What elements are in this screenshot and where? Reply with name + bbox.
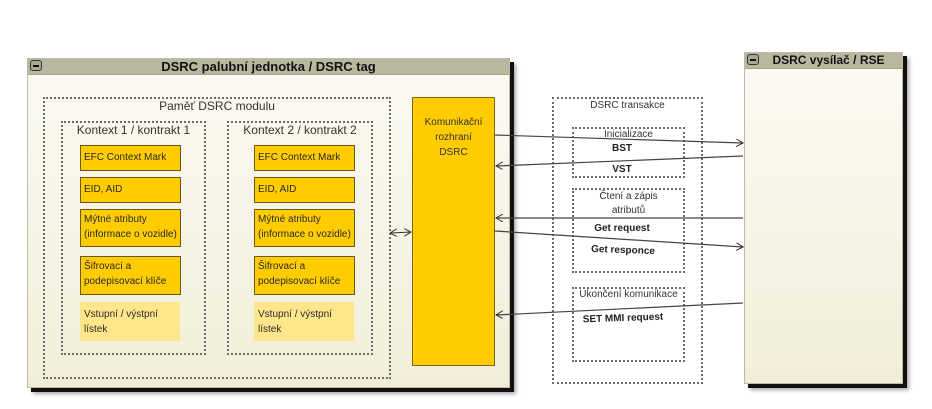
context-2-crypto-keys: Šifrovací a podepisovací klíče xyxy=(254,256,355,295)
arrow-vst xyxy=(496,155,744,166)
context-2-label: Kontext 2 / kontrakt 2 xyxy=(243,123,357,137)
arrow-set-mmi-request xyxy=(496,302,744,315)
context-1-container: Kontext 1 / kontrakt 1 xyxy=(61,121,206,355)
rse-frame: DSRC vysílač / RSE xyxy=(744,52,903,384)
context-1-efc-context-mark: EFC Context Mark xyxy=(80,145,181,171)
communication-interface-label: Komunikační rozhraní DSRC xyxy=(424,117,483,158)
context-1-eid-aid: EID, AID xyxy=(80,177,181,203)
context-2-container: Kontext 2 / kontrakt 2 xyxy=(227,121,373,355)
context-1-label: Kontext 1 / kontrakt 1 xyxy=(76,123,191,137)
group-read-write: Čtení a zápis atributů xyxy=(572,188,685,273)
transactions-container: DSRC transakce xyxy=(552,97,703,384)
context-1-toll-attributes: Mýtné atributy (informace o vozidle) xyxy=(80,209,181,247)
memory-label: Paměť DSRC modulu xyxy=(159,99,275,113)
context-2-efc-context-mark: EFC Context Mark xyxy=(254,145,355,171)
context-1-ticket: Vstupní / výstpní lístek xyxy=(80,302,180,341)
group-termination: Ukončení komunikace xyxy=(572,287,685,362)
context-2-eid-aid: EID, AID xyxy=(254,177,355,203)
group-read-write-label: Čtení a zápis atributů xyxy=(599,191,658,216)
message-get-request: Get request xyxy=(594,223,650,234)
message-vst: VST xyxy=(612,164,632,175)
group-initialization: Inicializace xyxy=(572,127,685,178)
transactions-label: DSRC transakce xyxy=(590,100,665,111)
memory-container: Paměť DSRC modulu xyxy=(43,97,391,379)
obu-frame-header: DSRC palubní jednotka / DSRC tag xyxy=(28,59,509,75)
group-termination-label: Ukončení komunikace xyxy=(579,289,678,300)
rse-frame-title: DSRC vysílač / RSE xyxy=(772,53,885,67)
context-2-toll-attributes: Mýtné atributy (informace o vozidle) xyxy=(254,209,355,247)
context-1-crypto-keys: Šifrovací a podepisovací klíče xyxy=(80,256,181,295)
context-2-ticket: Vstupní / výstpní lístek xyxy=(254,302,354,341)
communication-interface: Komunikační rozhraní DSRC xyxy=(412,97,495,366)
arrow-memory-interface xyxy=(391,232,411,233)
obu-frame-title: DSRC palubní jednotka / DSRC tag xyxy=(161,59,376,74)
rse-frame-header: DSRC vysílač / RSE xyxy=(745,53,902,69)
arrow-get-responce xyxy=(494,230,743,247)
collapse-obu-button[interactable] xyxy=(30,60,42,71)
collapse-rse-button[interactable] xyxy=(747,54,759,65)
arrow-bst xyxy=(494,134,743,143)
message-bst: BST xyxy=(612,143,632,154)
group-initialization-label: Inicializace xyxy=(604,129,653,140)
